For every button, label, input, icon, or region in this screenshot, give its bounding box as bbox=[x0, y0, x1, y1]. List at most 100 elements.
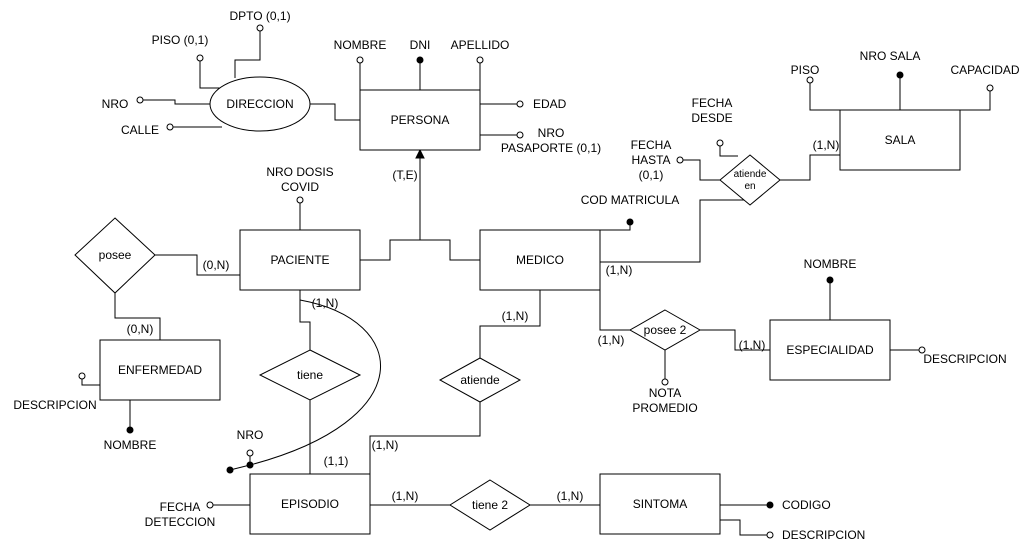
relationship-label: atiende bbox=[460, 373, 500, 387]
entity-label: ESPECIALIDAD bbox=[786, 343, 874, 357]
marker-nro-episodio bbox=[246, 449, 254, 457]
marker-apellido bbox=[476, 56, 484, 64]
card-paciente-tiene: (1,N) bbox=[312, 296, 339, 310]
label-fecha-hasta-line1: FECHA bbox=[631, 138, 672, 152]
entity-paciente[interactable]: PACIENTE bbox=[239, 229, 361, 291]
entity-box bbox=[839, 109, 961, 171]
card-medico-sala: (1,N) bbox=[606, 263, 633, 277]
edge-paciente-tiene bbox=[299, 290, 311, 350]
edge-medico-posee2 bbox=[599, 290, 630, 331]
label-nro-dir: NRO bbox=[102, 97, 129, 111]
card-episodio-tiene: (1,1) bbox=[324, 454, 349, 468]
entity-persona[interactable]: PERSONA bbox=[359, 89, 481, 151]
entity-box bbox=[479, 229, 601, 291]
entity-box bbox=[599, 473, 721, 535]
entity-label: SINTOMA bbox=[633, 497, 687, 511]
entity-label: SALA bbox=[885, 133, 916, 147]
cardinality-labels: (T,E) (0,N) (0,N) (1,N) (1,1) (1,N) (1,N… bbox=[127, 138, 840, 503]
relationship-posee2[interactable]: posee 2 bbox=[628, 309, 702, 351]
label-nro-episodio: NRO bbox=[237, 428, 264, 442]
relationship-label: posee 2 bbox=[644, 323, 687, 337]
edge-nro-episodio-curve bbox=[249, 299, 381, 466]
relationship-atiende-en[interactable]: atiende en bbox=[719, 154, 781, 206]
label-codigo: CODIGO bbox=[782, 498, 831, 512]
marker-descripcion-enfermedad bbox=[78, 372, 86, 380]
composite-attribute-direccion[interactable]: DIRECCION bbox=[209, 76, 311, 132]
label-edad: EDAD bbox=[533, 97, 567, 111]
marker-nro-dosis bbox=[296, 196, 304, 204]
marker-nombre-especialidad bbox=[826, 276, 834, 284]
marker-cod-matricula bbox=[626, 218, 634, 226]
edge-nro-dir bbox=[140, 99, 210, 105]
marker-episodio-key-end bbox=[226, 466, 234, 474]
edge-posee-enfermedad bbox=[114, 293, 161, 340]
edge-paciente-posee bbox=[155, 254, 240, 276]
marker-descripcion-especialidad bbox=[918, 346, 926, 354]
edge-piso-dir bbox=[199, 60, 220, 89]
entity-episodio[interactable]: EPISODIO bbox=[249, 473, 371, 535]
edge-medico-atiende bbox=[479, 290, 541, 358]
edge-atiende-en-sala bbox=[780, 154, 840, 181]
attribute-ellipse bbox=[209, 76, 311, 132]
card-especialidad-posee2: (1,N) bbox=[739, 338, 766, 352]
entity-sintoma[interactable]: SINTOMA bbox=[599, 473, 721, 535]
edge-spec-paciente bbox=[360, 239, 480, 261]
label-fecha-hasta-line2: HASTA bbox=[631, 153, 670, 167]
label-capacidad: CAPACIDAD bbox=[950, 63, 1019, 77]
entity-label: PERSONA bbox=[391, 113, 450, 127]
marker-piso-sala bbox=[806, 76, 814, 84]
marker-fecha-desde bbox=[716, 139, 724, 147]
entity-sala[interactable]: SALA bbox=[839, 109, 961, 171]
card-episodio-atiende: (1,N) bbox=[372, 438, 399, 452]
attribute-markers bbox=[78, 24, 994, 539]
edge-descripcion-enfermedad bbox=[81, 378, 100, 386]
marker-nro-episodio-key bbox=[246, 461, 254, 469]
marker-capacidad bbox=[986, 84, 994, 92]
card-paciente-posee: (0,N) bbox=[203, 258, 230, 272]
marker-edad bbox=[516, 100, 524, 108]
marker-descripcion-sintoma bbox=[766, 531, 774, 539]
entity-especialidad[interactable]: ESPECIALIDAD bbox=[769, 319, 891, 381]
entity-box bbox=[769, 319, 891, 381]
label-nombre-especialidad: NOMBRE bbox=[804, 257, 857, 271]
edge-cod-matricula bbox=[600, 222, 631, 231]
marker-nota-promedio bbox=[661, 378, 669, 386]
entity-label: EPISODIO bbox=[281, 497, 339, 511]
marker-calle bbox=[166, 123, 174, 131]
card-medico-atiende: (1,N) bbox=[502, 309, 529, 323]
specialization-arrow bbox=[415, 148, 425, 159]
label-nombre-enfermedad: NOMBRE bbox=[104, 438, 157, 452]
entity-box bbox=[249, 473, 371, 535]
label-piso-sala: PISO bbox=[791, 63, 820, 77]
edge-nro-episodio bbox=[229, 455, 251, 471]
relationship-tiene[interactable]: tiene bbox=[258, 349, 362, 401]
card-episodio-tiene2: (1,N) bbox=[392, 489, 419, 503]
marker-nro-dir bbox=[136, 96, 144, 104]
entity-medico[interactable]: MEDICO bbox=[479, 229, 601, 291]
label-calle: CALLE bbox=[121, 123, 159, 137]
relationship-tiene2[interactable]: tiene 2 bbox=[449, 479, 531, 531]
label-fecha-hasta-line3: (0,1) bbox=[639, 168, 664, 182]
marker-pasaporte bbox=[516, 131, 524, 139]
label-fecha-desde-line1: FECHA bbox=[692, 96, 733, 110]
label-fecha-deteccion-line2: DETECCION bbox=[145, 515, 216, 529]
entity-label: PACIENTE bbox=[270, 253, 329, 267]
marker-nombre bbox=[356, 56, 364, 64]
relationship-atiende[interactable]: atiende bbox=[438, 357, 522, 403]
edge-dpto bbox=[234, 30, 261, 78]
relationship-label: posee bbox=[99, 248, 132, 262]
entity-label: MEDICO bbox=[516, 253, 564, 267]
relationship-posee[interactable]: posee bbox=[74, 217, 156, 294]
label-nota-promedio-line1: NOTA bbox=[649, 386, 681, 400]
marker-dni bbox=[416, 56, 424, 64]
relationship-diamond bbox=[74, 217, 156, 294]
edge-fecha-hasta bbox=[680, 159, 722, 181]
marker-nombre-enfermedad bbox=[126, 426, 134, 434]
label-descripcion-enfermedad: DESCRIPCION bbox=[13, 398, 96, 412]
edge-posee2-especialidad bbox=[700, 329, 770, 351]
label-piso-dir: PISO (0,1) bbox=[152, 33, 209, 47]
relationship-label: tiene 2 bbox=[472, 498, 508, 512]
entity-enfermedad[interactable]: ENFERMEDAD bbox=[99, 339, 221, 401]
relationship-diamond bbox=[258, 349, 362, 401]
